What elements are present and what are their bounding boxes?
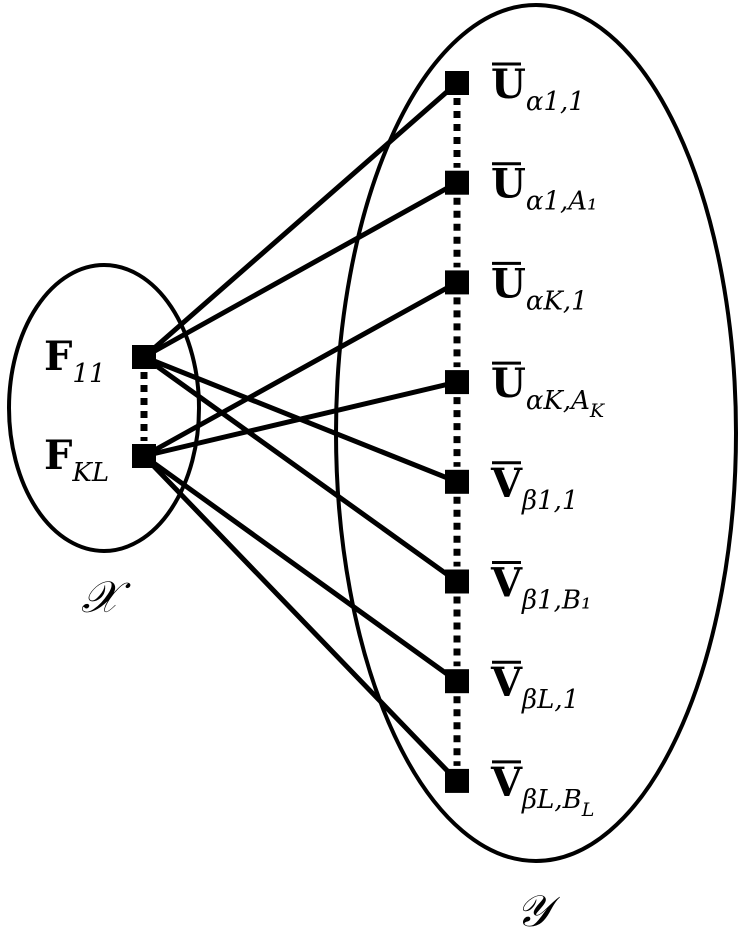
edges-group — [141, 80, 460, 784]
label-v_blbl: VβL,BL — [490, 759, 594, 821]
node-u_a11 — [445, 71, 469, 95]
labels-group: F11FKLUα1,1Uα1,A₁UαK,1UαK,AKVβ1,1Vβ1,B₁V… — [44, 61, 606, 821]
label-subscript: 11 — [72, 359, 105, 389]
label-f11: F11 — [44, 333, 106, 389]
label-u_a1a1: Uα1,A₁ — [491, 161, 597, 217]
label-subscript: βL,BL — [521, 785, 594, 821]
label-subscript: αK,AK — [526, 386, 606, 422]
label-main: V — [490, 460, 523, 507]
ellipsis-connectors — [140, 98, 461, 766]
label-subscript: α1,A₁ — [526, 187, 598, 217]
svg-text:UαK,AK: UαK,AK — [491, 360, 606, 422]
node-u_akak — [445, 370, 469, 395]
label-subscript: KL — [71, 458, 109, 488]
label-main: F — [44, 432, 72, 479]
node-u_ak1 — [445, 270, 469, 295]
label-subscript: β1,1 — [521, 486, 578, 516]
label-fkl: FKL — [44, 432, 109, 488]
label-subscript: αK,1 — [526, 286, 588, 316]
label-subscript: βL,1 — [521, 685, 579, 715]
label-main: V — [490, 560, 523, 607]
svg-text:VβL,BL: VβL,BL — [490, 759, 594, 821]
svg-text:Vβ1,B₁: Vβ1,B₁ — [490, 560, 591, 616]
label-subscript: β1,B₁ — [521, 586, 591, 616]
label-main: U — [491, 161, 526, 208]
label-main: V — [490, 659, 523, 706]
label-main: U — [491, 360, 526, 407]
label-u_ak1: UαK,1 — [491, 260, 588, 316]
edge-fkl-u_ak1 — [141, 279, 460, 459]
edge-f11-u_a1a1 — [141, 180, 460, 360]
node-v_bl1 — [445, 669, 469, 694]
svg-text:F11: F11 — [44, 333, 106, 389]
edge-fkl-v_blbl — [141, 453, 460, 784]
svg-text:VβL,1: VβL,1 — [490, 659, 579, 715]
label-u_akak: UαK,AK — [491, 360, 606, 422]
node-fkl — [132, 444, 156, 468]
label-v_b11: Vβ1,1 — [490, 460, 578, 516]
edge-fkl-v_bl1 — [141, 453, 460, 684]
label-subscript: α1,1 — [526, 87, 585, 117]
svg-text:Uα1,1: Uα1,1 — [491, 61, 585, 117]
node-v_b1b1 — [445, 569, 469, 594]
svg-text:Uα1,A₁: Uα1,A₁ — [491, 161, 597, 217]
set-x-label: 𝒳 — [81, 572, 131, 623]
svg-text:Vβ1,1: Vβ1,1 — [490, 460, 578, 516]
set-x-ellipse — [7, 263, 201, 553]
label-main: U — [491, 260, 526, 307]
label-main: F — [44, 333, 72, 380]
node-u_a1a1 — [445, 170, 469, 195]
edge-fkl-u_akak — [141, 379, 460, 459]
node-f11 — [132, 345, 156, 369]
edge-f11-v_b1b1 — [141, 354, 460, 584]
svg-text:UαK,1: UαK,1 — [491, 260, 588, 316]
edge-f11-u_a11 — [141, 80, 460, 360]
label-v_bl1: VβL,1 — [490, 659, 579, 715]
node-v_b11 — [445, 469, 469, 494]
label-v_b1b1: Vβ1,B₁ — [490, 560, 591, 616]
node-v_blbl — [445, 768, 469, 793]
label-main: U — [491, 61, 526, 108]
set-y-label: 𝒴 — [516, 886, 561, 933]
nodes-group — [132, 71, 469, 793]
label-u_a11: Uα1,1 — [491, 61, 585, 117]
label-main: V — [490, 759, 523, 806]
svg-text:FKL: FKL — [44, 432, 109, 488]
